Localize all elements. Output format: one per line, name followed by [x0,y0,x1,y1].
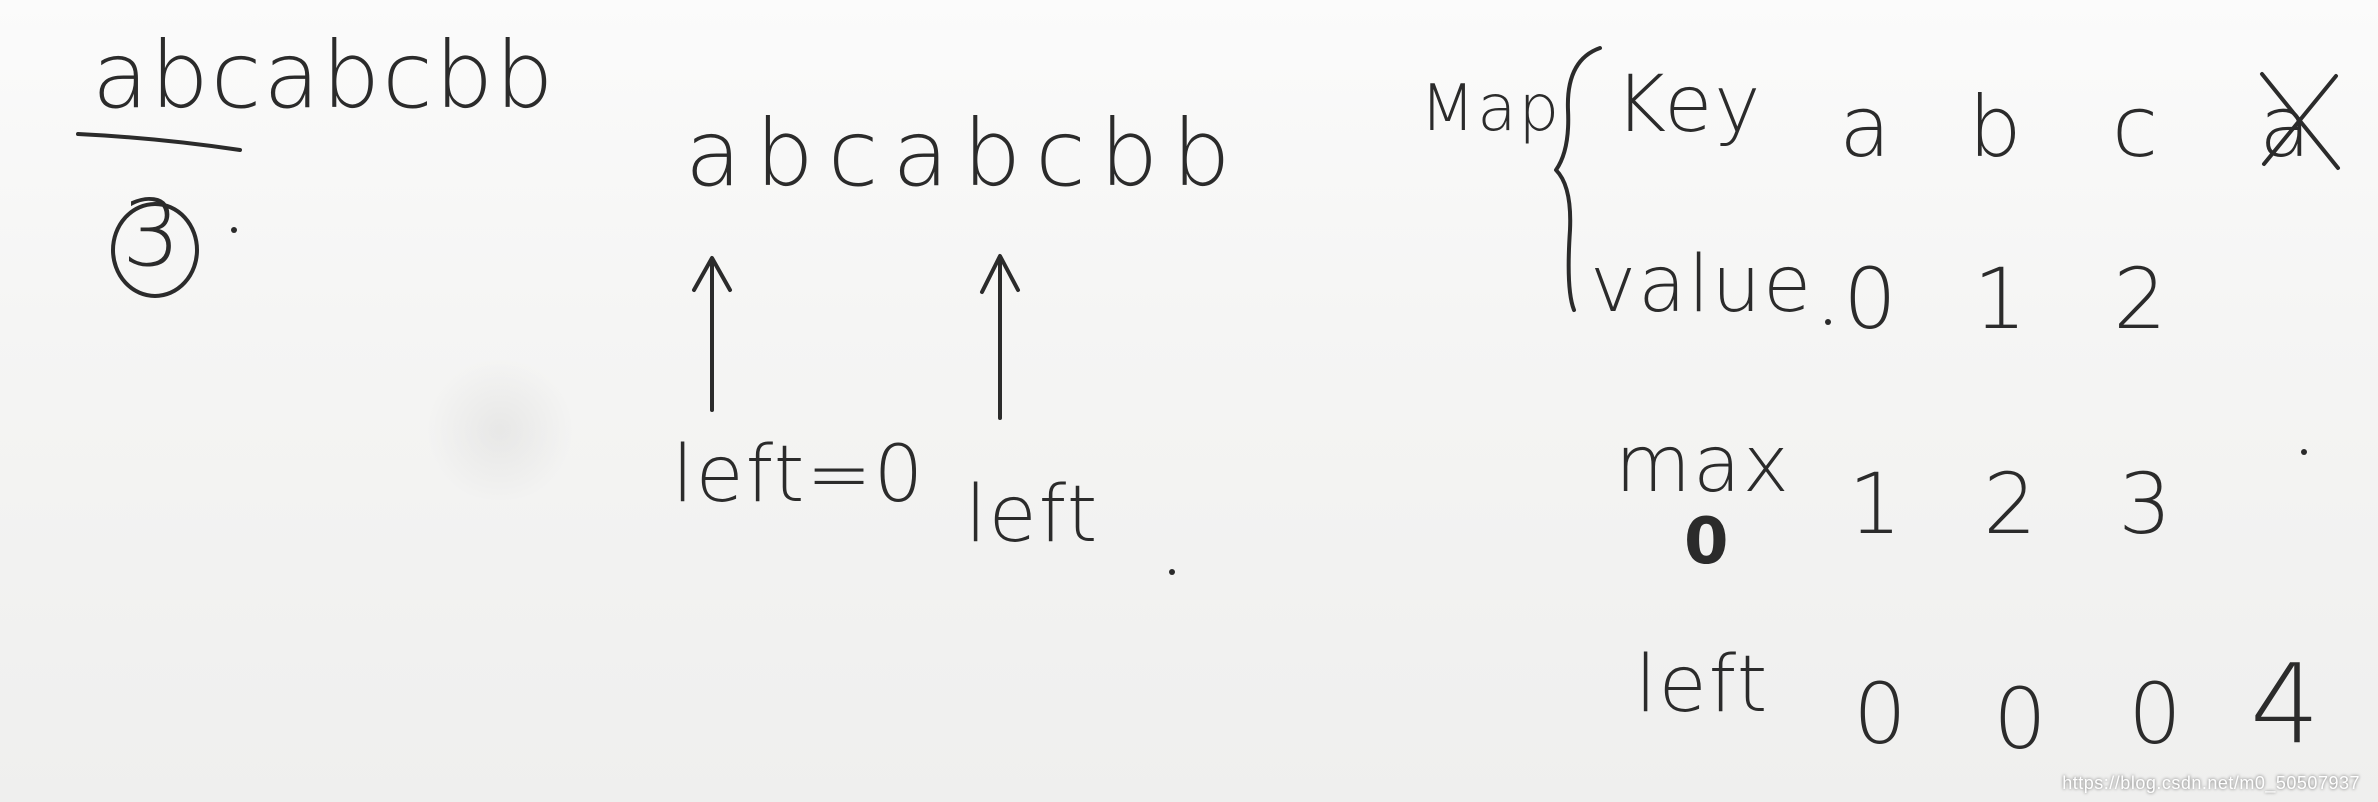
left-string: abcabcbb [92,22,556,129]
max-prefix: 0 [1684,505,1731,579]
max-cell-0: 1 [1848,455,1902,553]
max-cell-1: 2 [1983,455,2037,553]
row-max-label: max [1615,420,1791,510]
ink-dot-3 [2301,449,2307,455]
arrow-left-0 [692,256,732,412]
row-key-label: Key [1615,60,1763,150]
left-cell-0: 0 [1853,665,1907,763]
value-cell-2: 2 [2113,250,2167,348]
value-cell-1: 1 [1973,250,2027,348]
arrow-left-3 [980,254,1020,420]
key-cell-c: c [2111,78,2159,176]
row-value-label: value [1590,240,1814,330]
ink-dot-1 [231,227,237,233]
max-cell-2: 3 [2118,455,2172,553]
paper-shadow [420,360,580,500]
key-cell-b: b [1968,78,2022,176]
left-pointer-label-1: left=0 [672,430,926,520]
value-cell-0: 0 [1843,250,1897,348]
left-cell-2: 0 [2128,665,2182,763]
left-answer: 3 [122,180,183,287]
left-cell-1: 0 [1993,670,2047,768]
ink-dot-2 [1169,569,1175,575]
row-left-label: left [1635,640,1770,730]
left-pointer-label-2: left [965,470,1100,560]
key-cell-a: a [1839,78,1891,176]
division-bar [76,132,242,152]
map-label: Map [1420,72,1562,146]
left-cell-3: 4 [2250,640,2320,768]
watermark: https://blog.csdn.net/m0_50507937 [2062,773,2360,793]
key-cell-a-crossed: a [2259,78,2311,176]
middle-string: abcabcbb [685,100,1245,207]
